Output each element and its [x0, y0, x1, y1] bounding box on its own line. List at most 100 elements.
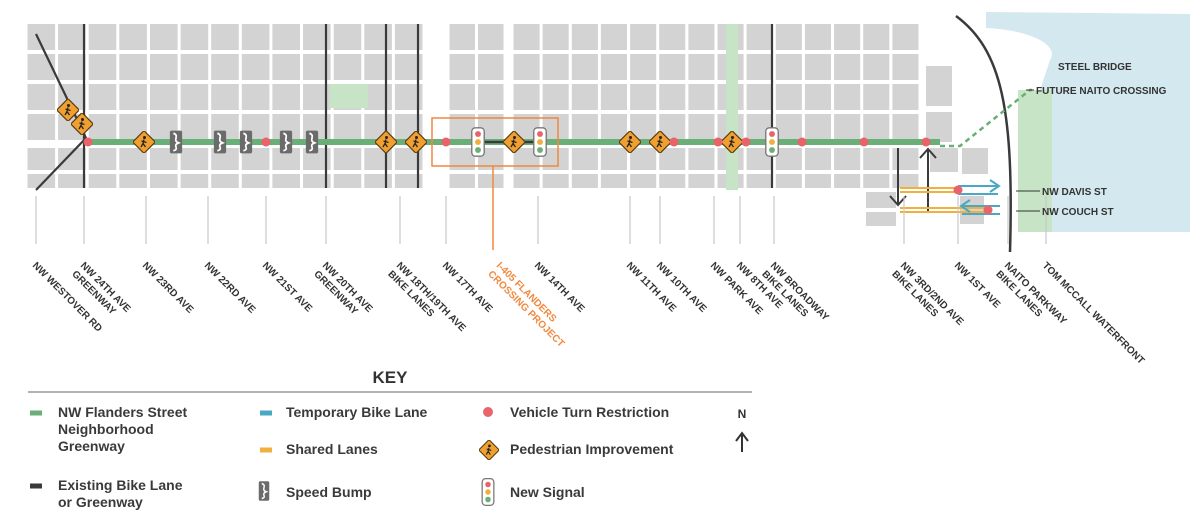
city-block	[333, 148, 362, 170]
city-block	[571, 174, 598, 188]
city-block	[775, 114, 802, 140]
city-block	[600, 54, 627, 80]
street-label: NW 10TH AVE	[654, 260, 709, 315]
city-block	[119, 54, 147, 80]
city-blocks	[27, 24, 988, 226]
city-block	[88, 84, 117, 110]
traffic-signal-icon	[481, 477, 495, 507]
greenway-markers	[57, 99, 931, 157]
city-block	[746, 84, 773, 110]
park-block	[330, 84, 368, 108]
city-block	[449, 54, 475, 80]
traffic-signal-icon	[471, 127, 485, 157]
city-block	[27, 84, 56, 110]
project-box	[431, 117, 559, 167]
pedestrian-diamond-icon	[479, 440, 499, 460]
speed-bump-icon	[258, 480, 270, 502]
city-block	[27, 54, 56, 80]
red-dot-icon	[261, 137, 271, 147]
city-block	[119, 24, 147, 50]
city-block	[241, 24, 270, 50]
city-block	[630, 84, 657, 110]
city-block	[211, 24, 239, 50]
city-block	[863, 114, 890, 140]
city-block	[150, 148, 178, 170]
city-block	[394, 148, 423, 170]
city-block	[892, 174, 919, 188]
city-block	[688, 84, 715, 110]
red-dot-icon	[797, 137, 807, 147]
city-block	[688, 174, 715, 188]
speed-bump-icon	[169, 129, 183, 155]
city-block	[688, 54, 715, 80]
city-block	[333, 174, 362, 188]
city-block	[478, 174, 504, 188]
city-block	[892, 24, 919, 50]
city-block	[571, 24, 598, 50]
key-new-signal: New Signal	[510, 484, 585, 501]
city-block	[962, 148, 988, 174]
city-block	[272, 174, 300, 188]
red-dot-icon	[483, 407, 493, 417]
right-side-labels: STEEL BRIDGE FUTURE NAITO CROSSING NW DA…	[1016, 62, 1167, 218]
city-block	[27, 148, 56, 170]
city-block	[513, 24, 540, 50]
city-block	[478, 24, 504, 50]
nw-couch-label: NW COUCH ST	[1042, 207, 1114, 218]
city-block	[364, 24, 392, 50]
city-block	[150, 24, 178, 50]
city-block	[180, 174, 209, 188]
city-block	[834, 114, 861, 140]
city-block	[775, 54, 802, 80]
key-bike-lane-label: Existing Bike Lane or Greenway	[58, 477, 183, 510]
city-block	[211, 174, 239, 188]
city-block	[688, 24, 715, 50]
city-block	[303, 148, 331, 170]
city-block	[150, 84, 178, 110]
city-block	[119, 148, 147, 170]
city-block	[150, 54, 178, 80]
city-block	[863, 174, 890, 188]
speed-bump-icon	[239, 129, 253, 155]
north-label: N	[738, 407, 747, 421]
city-block	[88, 54, 117, 80]
city-block	[180, 24, 209, 50]
city-block	[478, 54, 504, 80]
speed-bump-icon	[305, 129, 319, 155]
city-block	[659, 174, 686, 188]
city-block	[775, 84, 802, 110]
key-pedestrian-label: Pedestrian Improvement	[510, 441, 674, 457]
city-block	[333, 54, 362, 80]
city-block	[542, 24, 569, 50]
city-block	[600, 148, 627, 170]
city-block	[863, 54, 890, 80]
city-block	[804, 54, 831, 80]
city-block	[449, 174, 475, 188]
city-block	[241, 174, 270, 188]
city-block	[804, 114, 831, 140]
city-block	[600, 174, 627, 188]
city-block	[119, 174, 147, 188]
red-dot-icon	[441, 137, 451, 147]
speed-bump-icon	[279, 129, 293, 155]
city-block	[333, 114, 362, 140]
up-arrow	[919, 147, 937, 212]
city-block	[746, 174, 773, 188]
city-block	[960, 196, 984, 224]
city-block	[659, 24, 686, 50]
city-block	[926, 112, 952, 142]
city-block	[88, 114, 117, 140]
future-naito-label: FUTURE NAITO CROSSING	[1036, 86, 1167, 97]
city-block	[630, 174, 657, 188]
city-block	[211, 54, 239, 80]
city-block	[746, 24, 773, 50]
city-block	[241, 84, 270, 110]
city-block	[834, 174, 861, 188]
city-block	[659, 148, 686, 170]
key-restriction-label: Vehicle Turn Restriction	[510, 404, 670, 420]
city-block	[180, 84, 209, 110]
city-block	[659, 84, 686, 110]
key-pedestrian-improvement: Pedestrian Improvement	[510, 441, 673, 458]
down-arrow	[889, 148, 907, 207]
city-block	[804, 24, 831, 50]
